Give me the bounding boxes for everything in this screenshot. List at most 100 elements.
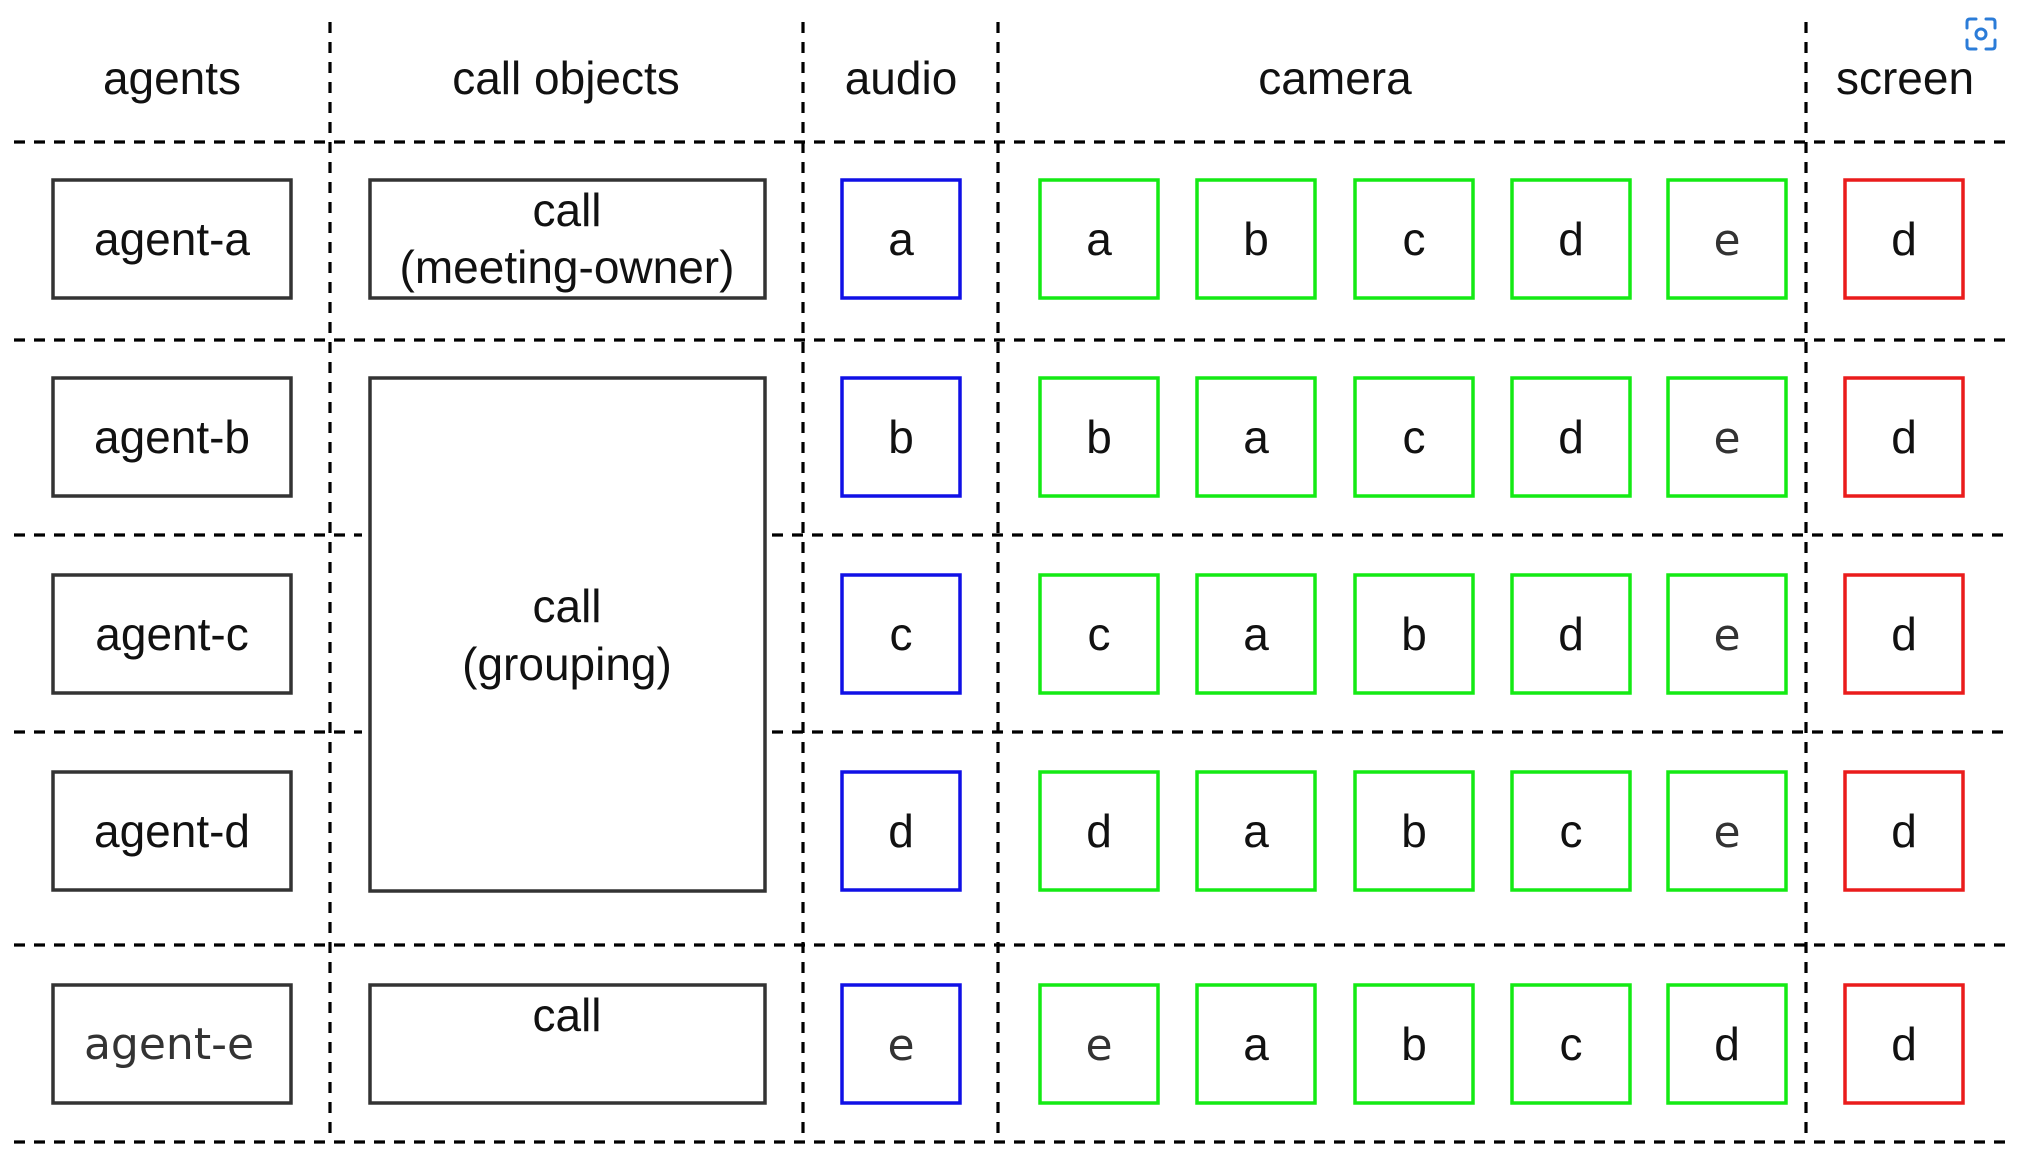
screen-cell-box <box>1843 770 1965 892</box>
agent-column: agent-a agent-b agent-c agent-d agent-e <box>51 178 293 1105</box>
scan-icon[interactable] <box>1965 17 1997 51</box>
camera-cell-label: a <box>1243 411 1269 463</box>
grid-lines <box>14 22 2006 1144</box>
call-plain-box <box>368 983 767 1105</box>
screen-column: d d d d d <box>1843 178 1965 1105</box>
camera-cell-box <box>1510 376 1632 498</box>
agent-box <box>51 178 293 300</box>
camera-cell-label: c <box>1088 608 1111 660</box>
agent-label: agent-c <box>95 608 248 660</box>
camera-cell-label: e <box>1085 1020 1112 1071</box>
agent-label: agent-e <box>84 1019 254 1070</box>
audio-cell-box <box>840 376 962 498</box>
camera-cell-label: c <box>1403 411 1426 463</box>
camera-cell-box <box>1195 178 1317 300</box>
camera-cell-box <box>1666 178 1788 300</box>
agent-label: agent-a <box>94 213 250 265</box>
camera-cell-box <box>1038 770 1160 892</box>
camera-cell-label: b <box>1243 213 1269 265</box>
camera-cell-box <box>1510 770 1632 892</box>
screen-cell-box <box>1843 376 1965 498</box>
camera-cell-box <box>1353 573 1475 695</box>
screen-cell-box <box>1843 983 1965 1105</box>
camera-cell-label: b <box>1401 608 1427 660</box>
camera-cell-box <box>1195 983 1317 1105</box>
camera-cell-box <box>1353 983 1475 1105</box>
screen-cell-label: d <box>1891 805 1917 857</box>
audio-cell-label: b <box>888 411 914 463</box>
camera-cell-label: d <box>1558 213 1584 265</box>
call-meeting-owner-box <box>368 178 767 300</box>
audio-cell-box <box>840 983 962 1105</box>
call-meeting-owner-role: (meeting-owner) <box>400 241 735 293</box>
call-objects-column: call (meeting-owner) call (grouping) cal… <box>368 178 767 1105</box>
camera-cell-box <box>1038 573 1160 695</box>
camera-cell-label: e <box>1713 807 1740 858</box>
agent-box <box>51 573 293 695</box>
screen-cell-label: d <box>1891 608 1917 660</box>
header-agents: agents <box>103 52 241 104</box>
camera-cell-box <box>1666 376 1788 498</box>
camera-cell-box <box>1510 983 1632 1105</box>
camera-cell-box <box>1038 376 1160 498</box>
screen-cell-label: d <box>1891 1018 1917 1070</box>
header-screen: screen <box>1836 52 1974 104</box>
call-grouping-box <box>368 376 767 893</box>
camera-cell-label: d <box>1558 608 1584 660</box>
camera-cell-label: d <box>1714 1018 1740 1070</box>
header-camera: camera <box>1258 52 1412 104</box>
camera-cell-label: e <box>1713 610 1740 661</box>
call-grouping-role: (grouping) <box>462 638 672 690</box>
agent-box <box>51 983 293 1105</box>
camera-cell-label: e <box>1713 215 1740 266</box>
camera-cell-box <box>1666 770 1788 892</box>
column-headers: agents call objects audio camera screen <box>103 52 1974 104</box>
audio-cell-label: a <box>888 213 914 265</box>
screen-cell-label: d <box>1891 213 1917 265</box>
camera-grid: a b c d e b a c d e c a b d e d a b c e e a b c d <box>1038 178 1788 1105</box>
camera-cell-box <box>1666 573 1788 695</box>
camera-cell-box <box>1353 376 1475 498</box>
camera-cell-box <box>1038 983 1160 1105</box>
audio-cell-label: c <box>890 608 913 660</box>
screen-cell-box <box>1843 573 1965 695</box>
camera-cell-label: a <box>1243 805 1269 857</box>
camera-cell-box <box>1038 178 1160 300</box>
camera-cell-box <box>1195 573 1317 695</box>
camera-cell-box <box>1353 178 1475 300</box>
camera-cell-label: a <box>1243 608 1269 660</box>
audio-cell-label: e <box>887 1020 914 1071</box>
camera-cell-box <box>1666 983 1788 1105</box>
camera-cell-box <box>1195 376 1317 498</box>
camera-cell-label: a <box>1243 1018 1269 1070</box>
agent-box <box>51 770 293 892</box>
screen-cell-label: d <box>1891 411 1917 463</box>
camera-cell-label: e <box>1713 413 1740 464</box>
camera-cell-label: b <box>1401 805 1427 857</box>
camera-cell-box <box>1510 178 1632 300</box>
call-grouping-label: call <box>532 580 601 632</box>
camera-cell-label: d <box>1558 411 1584 463</box>
camera-cell-label: c <box>1560 1018 1583 1070</box>
camera-cell-label: d <box>1086 805 1112 857</box>
camera-cell-label: c <box>1403 213 1426 265</box>
audio-cell-box <box>840 178 962 300</box>
audio-cell-box <box>840 573 962 695</box>
camera-cell-box <box>1195 770 1317 892</box>
header-audio: audio <box>845 52 958 104</box>
camera-cell-box <box>1510 573 1632 695</box>
camera-cell-label: b <box>1086 411 1112 463</box>
agent-box <box>51 376 293 498</box>
call-plain-label: call <box>532 989 601 1041</box>
camera-cell-label: a <box>1086 213 1112 265</box>
header-call-objects: call objects <box>452 52 680 104</box>
agent-label: agent-d <box>94 805 250 857</box>
screen-cell-box <box>1843 178 1965 300</box>
camera-cell-label: c <box>1560 805 1583 857</box>
agent-label: agent-b <box>94 411 250 463</box>
call-meeting-owner-label: call <box>532 184 601 236</box>
camera-cell-box <box>1353 770 1475 892</box>
camera-cell-label: b <box>1401 1018 1427 1070</box>
